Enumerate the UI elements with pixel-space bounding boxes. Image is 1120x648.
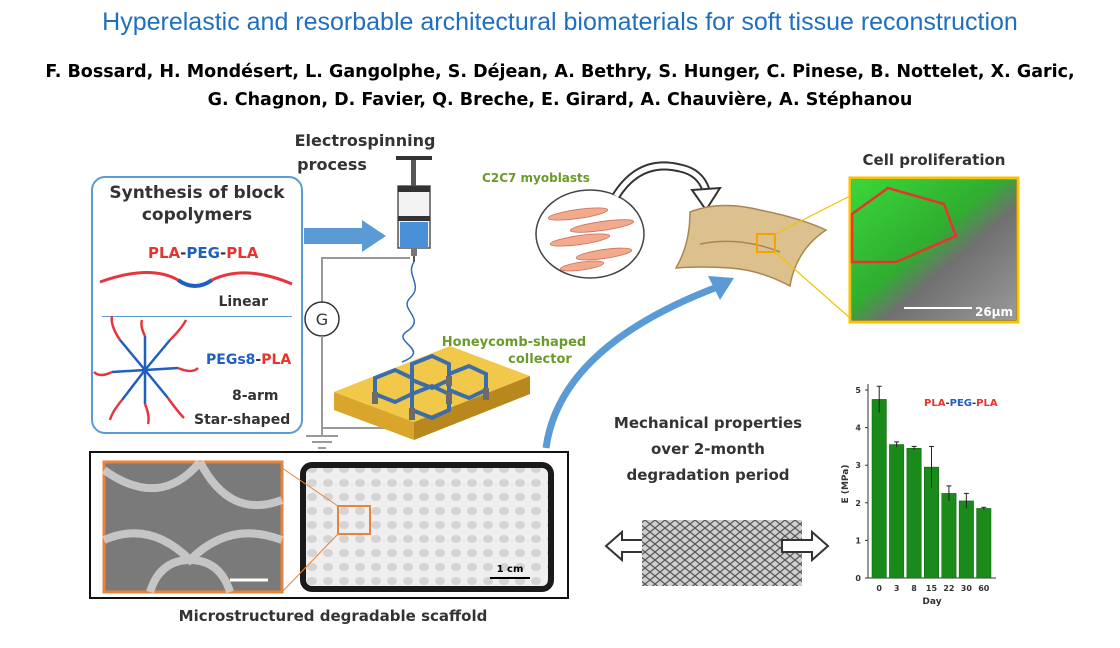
star-label-line-2: Star-shaped	[194, 412, 290, 428]
arrow-to-cells	[542, 282, 722, 449]
circuit-wire-top	[321, 257, 410, 302]
synthesis-divider	[102, 316, 292, 317]
photo-scalebar-label: 1 cm	[497, 564, 524, 575]
chart-bar	[976, 508, 992, 579]
electrospinning-label-2: process	[297, 155, 367, 174]
chart-x-tick-label: 3	[894, 584, 900, 593]
chart-x-tick-label: 15	[926, 584, 938, 593]
mechanics-label-3: degradation period	[626, 466, 789, 484]
chart-bar	[889, 444, 905, 579]
peg-chain-center	[176, 278, 214, 288]
mechanics-label-2: over 2-month	[651, 440, 765, 458]
chart-bar	[958, 500, 974, 579]
chart-x-tick-label: 0	[876, 584, 882, 593]
arrow-to-syringe	[304, 220, 386, 252]
synthesis-title-line-1: Synthesis of block	[109, 183, 285, 203]
chart-bar	[941, 493, 957, 579]
authors-line-1: F. Bossard, H. Mondésert, L. Gangolphe, …	[45, 62, 1075, 82]
arrow-right-icon	[781, 529, 830, 563]
chart-y-label: E (MPa)	[841, 465, 851, 504]
fiber-jet	[401, 261, 417, 363]
generator-label: G	[316, 310, 328, 329]
myoblast-cells	[547, 207, 635, 272]
chart-x-tick-label: 22	[943, 584, 954, 593]
collector-label-2: collector	[508, 352, 572, 367]
syringe-icon	[396, 156, 432, 262]
chart-y-tick-label: 4	[855, 424, 861, 433]
synthesis-title-line-2: copolymers	[141, 205, 253, 225]
synthesis-title: Synthesis of block copolymers	[91, 182, 303, 226]
authors-line-2: G. Chagnon, D. Favier, Q. Breche, E. Gir…	[207, 90, 913, 110]
chart-bar	[906, 448, 922, 579]
chart-y-tick-label: 0	[855, 574, 861, 583]
chart-x-tick-label: 60	[978, 584, 990, 593]
proliferation-label: Cell proliferation	[863, 151, 1006, 169]
electrospinning-label-1: Electrospinning	[295, 131, 436, 150]
chart-legend: PLA-PEG-PLA	[924, 398, 998, 409]
mechanics-label-1: Mechanical properties	[614, 414, 802, 432]
ground-icon	[306, 428, 338, 449]
zoom-region	[337, 505, 371, 535]
author-list: F. Bossard, H. Mondésert, L. Gangolphe, …	[0, 58, 1120, 114]
honeycomb-collector-icon	[334, 346, 530, 440]
star-formula: PEGs8-PLA	[206, 352, 291, 368]
linear-formula: PLA-PEG-PLA	[148, 244, 259, 262]
collector-label-1: Honeycomb-shaped	[442, 335, 586, 350]
scaffold-sheet-icon	[674, 204, 828, 288]
chart-x-tick-label: 8	[911, 584, 917, 593]
chart-bar	[871, 399, 887, 579]
chart-x-label: Day	[922, 597, 941, 607]
chart-y-tick-label: 5	[855, 386, 861, 395]
pla-chain-right	[211, 271, 293, 286]
synthesis-panel	[91, 176, 303, 434]
chart-y-tick-label: 2	[855, 499, 861, 508]
scaffold-caption: Microstructured degradable scaffold	[179, 607, 488, 625]
pla-chain-left	[99, 271, 179, 284]
star-polymer-icon	[93, 315, 199, 425]
myoblasts-label: C2C7 myoblasts	[482, 171, 590, 185]
linear-label: Linear	[218, 294, 268, 310]
stretched-scaffold	[642, 520, 802, 586]
chart-x-tick-label: 30	[961, 584, 973, 593]
paper-title: Hyperelastic and resorbable architectura…	[102, 8, 1018, 36]
region-outline	[850, 186, 958, 264]
star-label-line-1: 8-arm	[232, 388, 279, 404]
chart-y-tick-label: 1	[855, 536, 861, 545]
micro-scalebar-label: 26µm	[975, 305, 1013, 319]
chart-y-tick-label: 3	[855, 461, 861, 470]
